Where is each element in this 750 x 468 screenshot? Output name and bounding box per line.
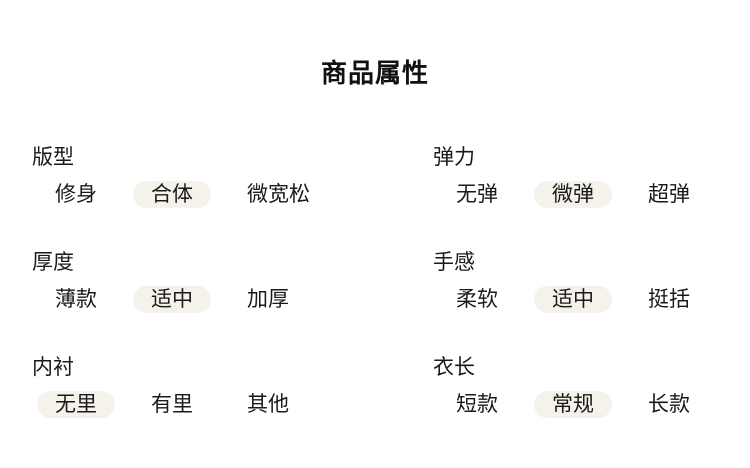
attribute-option[interactable]: 微宽松 <box>247 183 310 206</box>
attribute-group: 内衬 无里 有里 其他 <box>0 353 401 418</box>
attribute-options-row: 无弹 微弹 超弹 <box>438 181 750 208</box>
attribute-option[interactable]: 适中 <box>133 286 211 313</box>
attribute-options-row: 薄款 适中 加厚 <box>37 286 401 313</box>
attribute-group: 手感 柔软 适中 挺括 <box>401 248 750 313</box>
attribute-group-label: 内衬 <box>32 356 74 379</box>
attribute-group: 厚度 薄款 适中 加厚 <box>0 248 401 313</box>
attribute-option[interactable]: 有里 <box>151 393 193 416</box>
page-title: 商品属性 <box>320 58 429 88</box>
attribute-options-row: 柔软 适中 挺括 <box>438 286 750 313</box>
attribute-option[interactable]: 无弹 <box>456 183 498 206</box>
attribute-group: 衣长 短款 常规 长款 <box>401 353 750 418</box>
attribute-group-label: 版型 <box>32 146 74 169</box>
attribute-option[interactable]: 长款 <box>648 393 690 416</box>
attribute-group-label: 手感 <box>433 251 475 274</box>
attribute-option[interactable]: 合体 <box>133 181 211 208</box>
attribute-option[interactable]: 挺括 <box>648 288 690 311</box>
attribute-option[interactable]: 无里 <box>37 391 115 418</box>
attribute-option[interactable]: 超弹 <box>648 183 690 206</box>
attribute-option[interactable]: 其他 <box>247 393 289 416</box>
attribute-group: 弹力 无弹 微弹 超弹 <box>401 143 750 208</box>
attribute-option[interactable]: 修身 <box>55 183 97 206</box>
attribute-options-row: 修身 合体 微宽松 <box>37 181 401 208</box>
attribute-option[interactable]: 加厚 <box>247 288 289 311</box>
attribute-options-row: 短款 常规 长款 <box>438 391 750 418</box>
attributes-grid: 版型 修身 合体 微宽松 弹力 无弹 微弹 超弹 厚度 薄款 适中 加厚 手感 … <box>0 143 750 458</box>
attribute-option[interactable]: 薄款 <box>55 288 97 311</box>
attribute-group-label: 衣长 <box>433 356 475 379</box>
attribute-option[interactable]: 柔软 <box>456 288 498 311</box>
attribute-group: 版型 修身 合体 微宽松 <box>0 143 401 208</box>
attribute-option[interactable]: 常规 <box>534 391 612 418</box>
attribute-option[interactable]: 短款 <box>456 393 498 416</box>
attribute-option[interactable]: 微弹 <box>534 181 612 208</box>
attribute-options-row: 无里 有里 其他 <box>37 391 401 418</box>
attribute-option[interactable]: 适中 <box>534 286 612 313</box>
attribute-group-label: 厚度 <box>32 251 74 274</box>
attribute-group-label: 弹力 <box>433 146 475 169</box>
